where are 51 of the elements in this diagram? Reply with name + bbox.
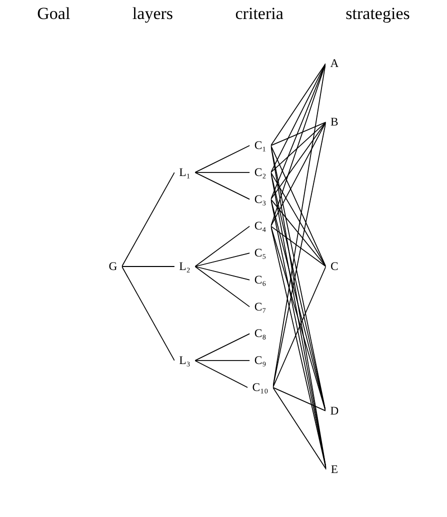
- node-text: A: [330, 57, 338, 70]
- node-text: C₆: [254, 274, 266, 286]
- node-text: L₃: [178, 354, 190, 368]
- connector: [270, 122, 326, 173]
- node-text: G: [108, 260, 118, 273]
- connector: [194, 266, 250, 308]
- connector: [194, 360, 248, 388]
- connector: [270, 122, 326, 227]
- node-text: C₂: [254, 166, 266, 179]
- node-text: C₁: [254, 139, 266, 152]
- node-text: L₂: [178, 260, 190, 273]
- node-text: C: [330, 260, 338, 273]
- connector: [194, 226, 250, 267]
- connector: [121, 266, 175, 362]
- connector: [270, 172, 326, 267]
- connector: [194, 252, 250, 267]
- connector: [121, 266, 175, 267]
- column-heading: layers: [132, 4, 174, 24]
- connector: [194, 172, 250, 200]
- node-text: C₁₀: [252, 381, 268, 394]
- connector: [270, 63, 326, 200]
- connector: [272, 387, 326, 470]
- node-text: C₅: [254, 246, 266, 260]
- column-heading: Goal: [37, 4, 70, 24]
- connector: [270, 122, 326, 146]
- connector: [194, 360, 250, 362]
- node-text: C₇: [254, 300, 266, 314]
- connector: [194, 172, 250, 173]
- node-text: B: [330, 116, 338, 129]
- connector: [270, 226, 326, 267]
- node-text: D: [330, 404, 338, 418]
- node-text: C₃: [254, 192, 266, 206]
- node-text: C₄: [254, 220, 266, 233]
- connector: [121, 172, 175, 267]
- connector: [270, 145, 326, 267]
- connector: [270, 63, 326, 146]
- connector: [270, 63, 326, 227]
- connector: [194, 145, 250, 173]
- connector: [270, 122, 326, 200]
- connector: [194, 333, 250, 362]
- connector: [270, 198, 326, 267]
- connector: [270, 63, 326, 173]
- connector: [272, 266, 326, 388]
- connector: [272, 387, 326, 412]
- node-text: E: [330, 462, 338, 476]
- node-text: C₈: [254, 327, 266, 340]
- column-heading: strategies: [346, 4, 410, 24]
- column-heading: criteria: [235, 4, 284, 24]
- connector: [194, 266, 250, 280]
- node-text: L₁: [178, 166, 190, 179]
- node-text: C₉: [254, 354, 266, 368]
